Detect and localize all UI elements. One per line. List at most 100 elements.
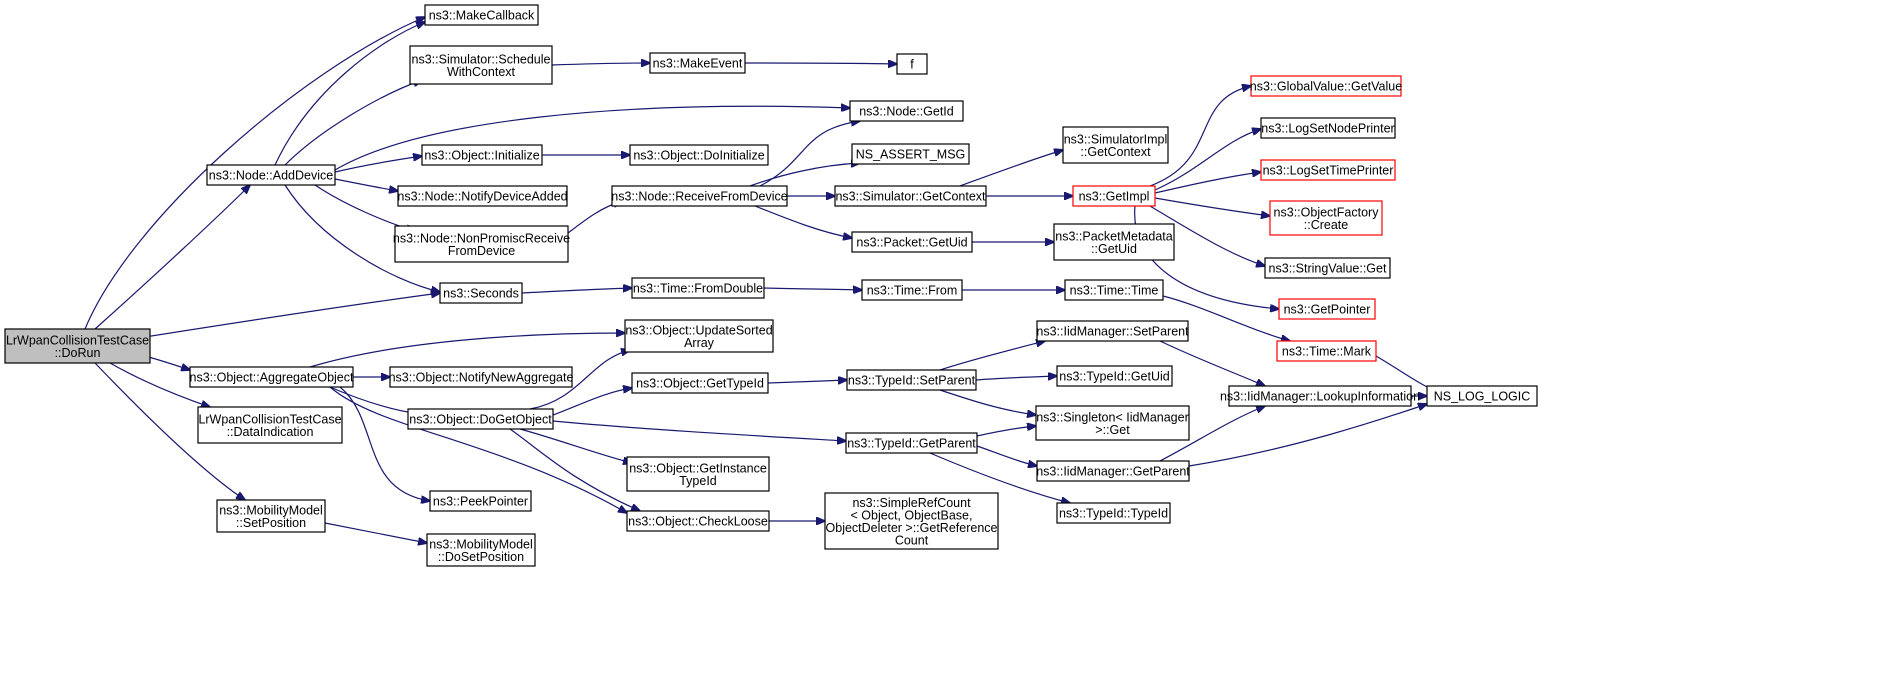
- edge-dorun-to-dataind: [109, 362, 210, 407]
- edge-makeevent-to-f: [744, 63, 897, 64]
- node-label: ns3::Object::CheckLoose: [628, 515, 768, 529]
- node-box: [1072, 185, 1156, 207]
- node-implgetctx[interactable]: ns3::SimulatorImpl::GetContext: [1062, 126, 1169, 164]
- node-fromdouble[interactable]: ns3::Time::FromDouble: [631, 277, 765, 299]
- node-singleton[interactable]: ns3::Singleton< IidManager >::Get: [1035, 405, 1190, 441]
- node-pktmeta[interactable]: ns3::PacketMetadata::GetUid: [1053, 223, 1175, 261]
- node-box: [1269, 200, 1383, 236]
- node-getimpl[interactable]: ns3::GetImpl: [1072, 185, 1156, 207]
- node-dorun[interactable]: LrWpanCollisionTestCase::DoRun: [4, 328, 151, 364]
- node-typeidtypeid[interactable]: ns3::TypeId::TypeId: [1056, 502, 1171, 524]
- node-box: [409, 45, 553, 85]
- node-notifydevice[interactable]: ns3::Node::NotifyDeviceAdded: [397, 185, 568, 207]
- node-label: ns3::Packet::GetUid: [856, 236, 967, 250]
- node-assertmsg[interactable]: NS_ASSERT_MSG: [851, 143, 970, 165]
- node-simplerefcount[interactable]: ns3::SimpleRefCount< Object, ObjectBase,…: [824, 492, 999, 550]
- edge-typeidgetparent-to-typeidtypeid: [929, 452, 1070, 503]
- node-notifyagg[interactable]: ns3::Object::NotifyNewAggregate: [389, 366, 574, 388]
- node-label: < Object, ObjectBase,: [851, 508, 973, 522]
- node-makeevent[interactable]: ns3::MakeEvent: [649, 52, 746, 74]
- node-box: [896, 53, 928, 75]
- node-box: [1056, 502, 1171, 524]
- nodes: LrWpanCollisionTestCase::DoRun ns3::MakeC…: [4, 4, 1538, 567]
- node-iidgetparent[interactable]: ns3::IidManager::GetParent: [1036, 460, 1190, 482]
- node-aggregate[interactable]: ns3::Object::AggregateObject: [189, 366, 355, 388]
- node-label: ::SetPosition: [236, 516, 306, 530]
- node-box: [429, 490, 532, 512]
- node-logtime[interactable]: ns3::LogSetTimePrinter: [1260, 159, 1396, 181]
- edge-gettypeid-to-setparent: [767, 380, 847, 383]
- node-box: [1062, 126, 1169, 164]
- node-label: ns3::ObjectFactory: [1274, 205, 1380, 219]
- node-label: ns3::TypeId::TypeId: [1059, 507, 1168, 521]
- node-label: ns3::Seconds: [443, 287, 519, 301]
- node-dogetobject[interactable]: ns3::Object::DoGetObject: [407, 408, 554, 430]
- node-nslog[interactable]: NS_LOG_LOGIC: [1426, 385, 1538, 407]
- node-nodegetid[interactable]: ns3::Node::GetId: [849, 100, 964, 122]
- node-dataind[interactable]: LrWpanCollisionTestCase::DataIndication: [197, 406, 343, 444]
- node-setposition[interactable]: ns3::MobilityModel::SetPosition: [216, 499, 326, 533]
- node-recvfromdev[interactable]: ns3::Node::ReceiveFromDevice: [611, 185, 788, 207]
- node-label: LrWpanCollisionTestCase: [198, 412, 341, 426]
- node-strvalget[interactable]: ns3::StringValue::Get: [1264, 257, 1391, 279]
- node-checkloose[interactable]: ns3::Object::CheckLoose: [626, 510, 770, 532]
- node-label: ns3::MobilityModel: [429, 537, 533, 551]
- node-f[interactable]: f: [896, 53, 928, 75]
- node-label: ns3::Time::From: [867, 284, 958, 298]
- node-label: LrWpanCollisionTestCase: [6, 333, 149, 347]
- edge-recvfromdev-to-assertmsg: [749, 163, 860, 187]
- node-box: [421, 144, 543, 166]
- node-label: ns3::Node::ReceiveFromDevice: [611, 190, 788, 204]
- node-typeidgetparent[interactable]: ns3::TypeId::GetParent: [845, 432, 978, 454]
- node-objfactory[interactable]: ns3::ObjectFactory::Create: [1269, 200, 1383, 236]
- node-dosetposition[interactable]: ns3::MobilityModel::DoSetPosition: [426, 533, 536, 567]
- node-box: [424, 4, 539, 26]
- node-makecallback[interactable]: ns3::MakeCallback: [424, 4, 539, 26]
- node-timefrom[interactable]: ns3::Time::From: [861, 279, 963, 301]
- node-adddevice[interactable]: ns3::Node::AddDevice: [206, 164, 336, 186]
- edge-iidsetparent-to-lookupinfo: [1159, 340, 1265, 386]
- node-box: [426, 533, 536, 567]
- node-seconds[interactable]: ns3::Seconds: [439, 282, 523, 304]
- node-iidsetparent[interactable]: ns3::IidManager::SetParent: [1036, 320, 1189, 342]
- edge-typeidgetparent-to-iidgetparent: [976, 445, 1037, 466]
- node-lookupinfo[interactable]: ns3::IidManager::LookupInformation: [1220, 385, 1420, 407]
- node-gettypeid[interactable]: ns3::Object::GetTypeId: [631, 372, 769, 394]
- edge-aggregate-to-updatesorted: [309, 333, 625, 368]
- node-label: ::DoSetPosition: [438, 550, 524, 564]
- node-objdoinit[interactable]: ns3::Object::DoInitialize: [629, 144, 769, 166]
- node-timetime[interactable]: ns3::Time::Time: [1064, 279, 1164, 301]
- node-box: [851, 231, 973, 253]
- node-getpointer[interactable]: ns3::GetPointer: [1278, 298, 1376, 320]
- node-box: [1228, 385, 1412, 407]
- node-label: FromDevice: [448, 244, 515, 258]
- node-label: ns3::PacketMetadata: [1055, 229, 1172, 243]
- node-simgetctx[interactable]: ns3::Simulator::GetContext: [834, 185, 987, 207]
- node-lognode[interactable]: ns3::LogSetNodePrinter: [1260, 117, 1396, 139]
- node-typeidgetuid[interactable]: ns3::TypeId::GetUid: [1056, 365, 1173, 387]
- node-box: [1056, 365, 1173, 387]
- node-label: ns3::LogSetNodePrinter: [1261, 122, 1394, 136]
- node-label: WithContext: [447, 65, 516, 79]
- node-label: ::GetContext: [1080, 145, 1151, 159]
- edge-setparent-to-typeidgetuid: [975, 376, 1057, 381]
- node-box: [1036, 460, 1190, 482]
- node-label: ns3::LogSetTimePrinter: [1263, 164, 1394, 178]
- node-box: [1064, 279, 1164, 301]
- node-timemark[interactable]: ns3::Time::Mark: [1276, 340, 1377, 362]
- edge-adddevice-to-makecallback: [274, 22, 425, 166]
- node-peekpointer[interactable]: ns3::PeekPointer: [429, 490, 532, 512]
- node-box: [197, 406, 343, 444]
- node-label: ns3::Time::FromDouble: [633, 282, 763, 296]
- node-label: ns3::Time::Time: [1070, 284, 1159, 298]
- node-gvgetvalue[interactable]: ns3::GlobalValue::GetValue: [1250, 75, 1402, 97]
- node-setparent[interactable]: ns3::TypeId::SetParent: [846, 369, 977, 391]
- node-objinit[interactable]: ns3::Object::Initialize: [421, 144, 543, 166]
- node-label: ns3::GlobalValue::GetValue: [1250, 80, 1402, 94]
- node-pktgetuid[interactable]: ns3::Packet::GetUid: [851, 231, 973, 253]
- node-box: [849, 100, 964, 122]
